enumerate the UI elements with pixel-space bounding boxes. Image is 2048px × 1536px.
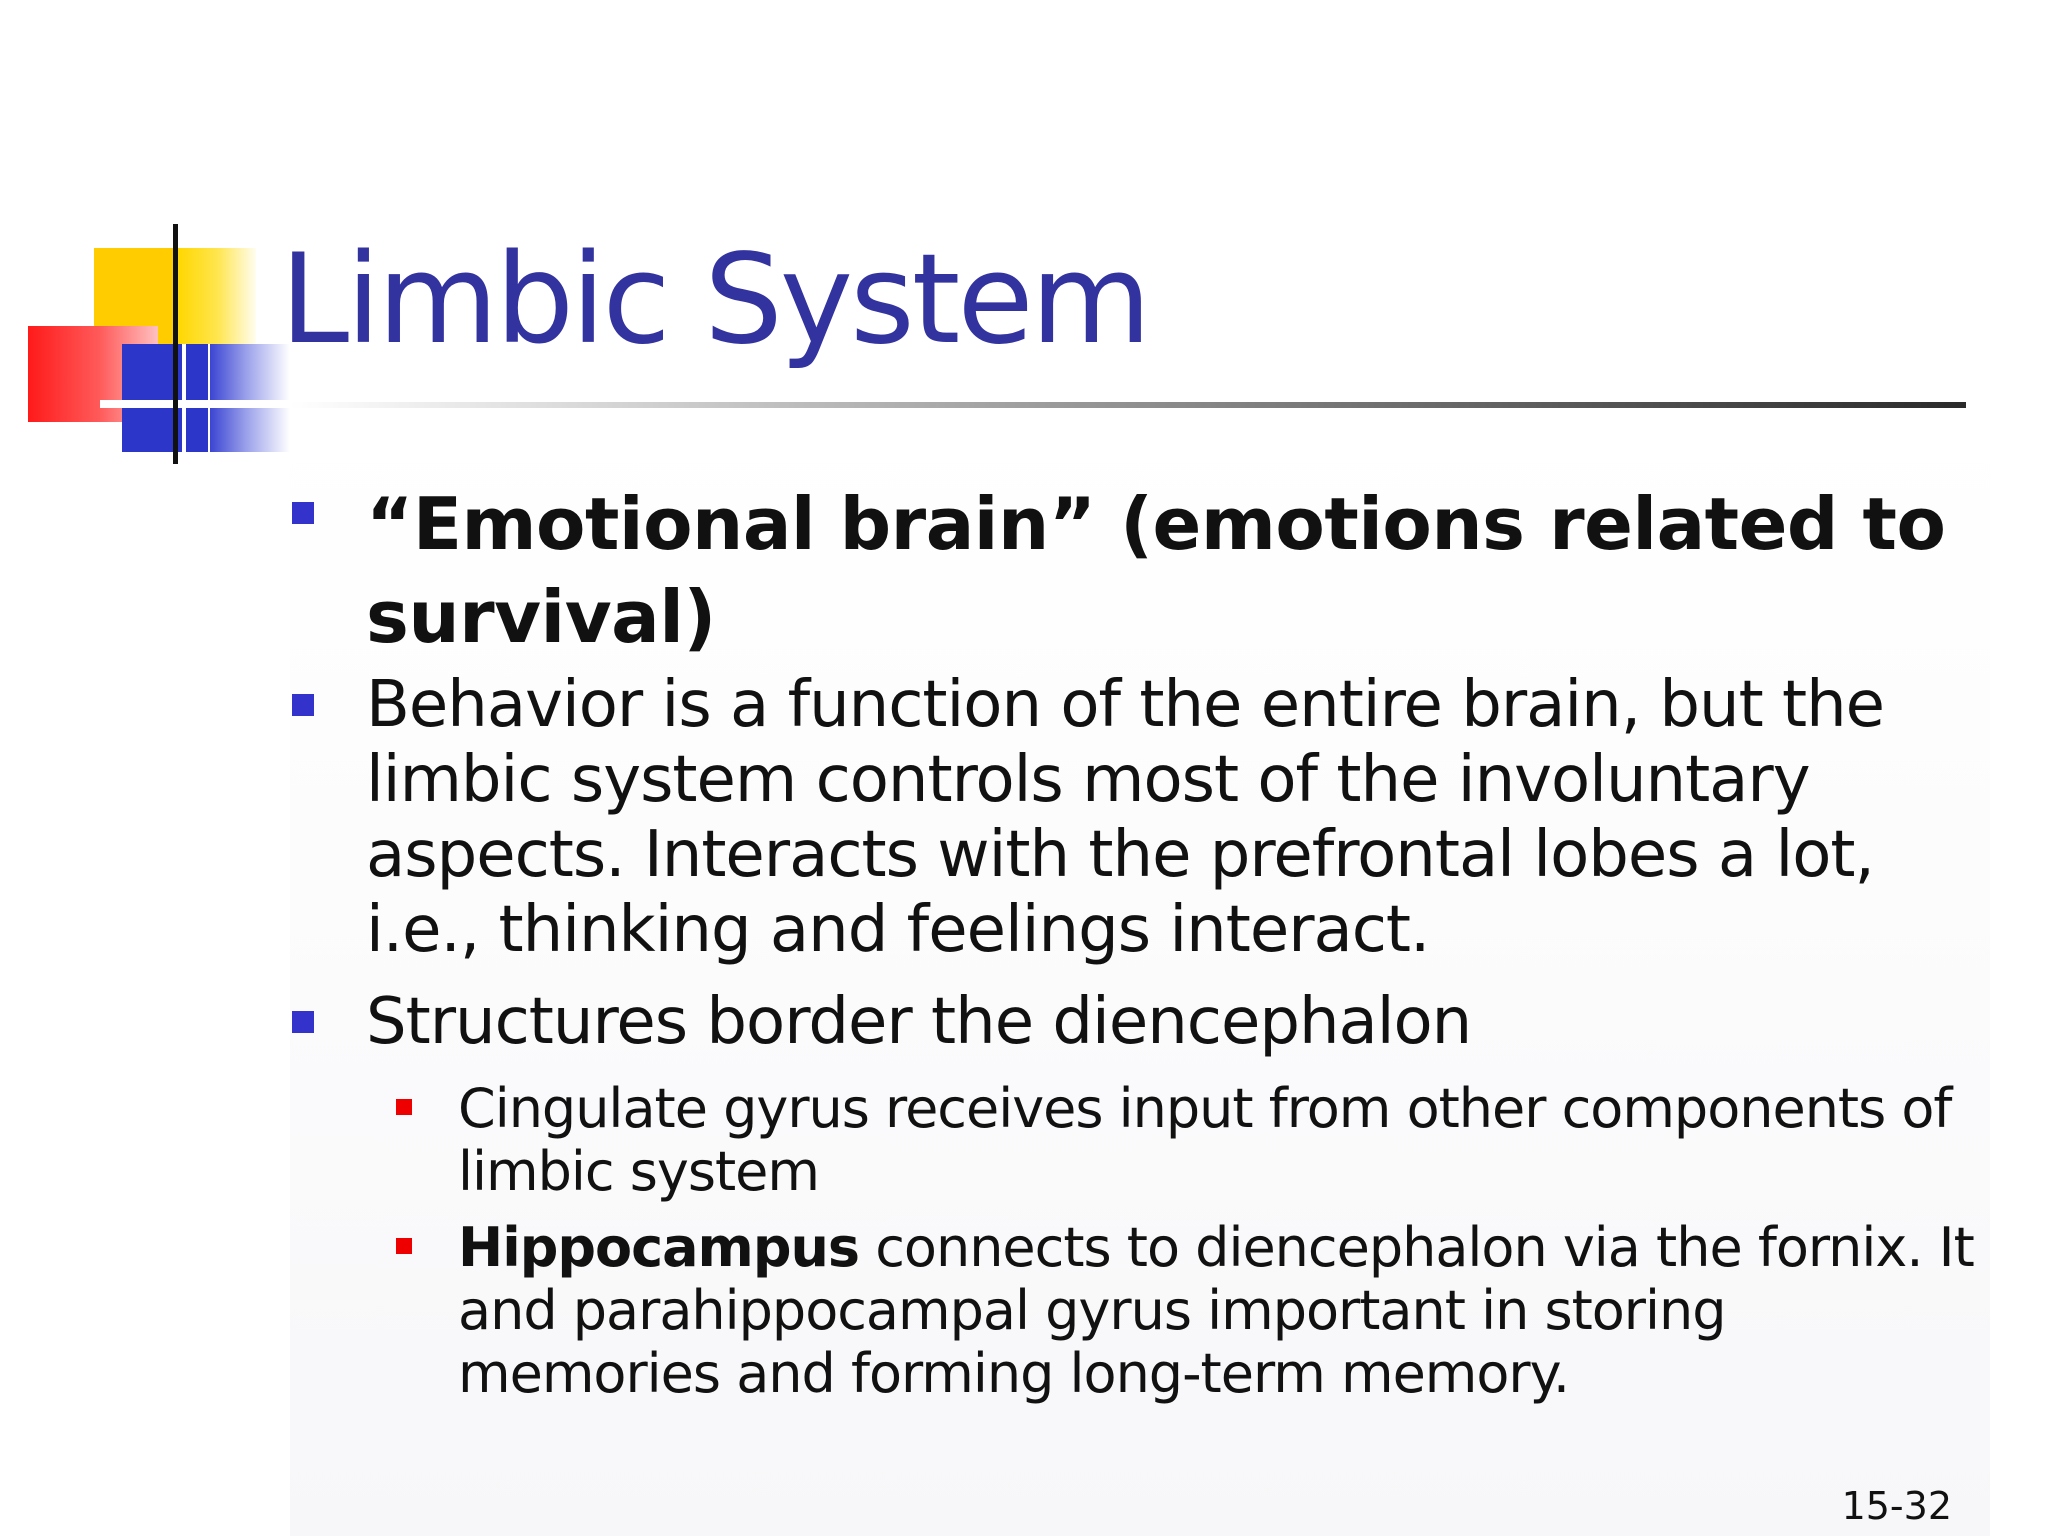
bullet-item: “Emotional brain” (emotions related to s… xyxy=(292,478,2006,664)
white-divider-vertical xyxy=(182,344,186,452)
sub-bullet-text: connects to diencephalon via the fornix.… xyxy=(458,1216,1975,1405)
content-panel xyxy=(290,420,1990,1536)
black-vertical-line xyxy=(173,224,178,464)
bullet-item: Behavior is a function of the entire bra… xyxy=(292,668,2006,968)
slide-number: 15-32 xyxy=(1841,1484,1952,1528)
sub-bullet-item: Hippocampus connects to diencephalon via… xyxy=(396,1216,1998,1405)
blue-block-right xyxy=(210,344,290,452)
square-bullet-icon xyxy=(292,1011,314,1033)
bullet-text: Behavior is a function of the entire bra… xyxy=(366,668,1885,967)
sub-bullet-item: Cingulate gyrus receives input from othe… xyxy=(396,1077,1998,1203)
square-bullet-icon xyxy=(292,694,314,716)
title-underline xyxy=(290,402,1966,408)
sub-bullet-text: Cingulate gyrus receives input from othe… xyxy=(458,1077,1952,1203)
slide-title: Limbic System xyxy=(280,228,1151,372)
blue-block-left xyxy=(122,344,208,452)
square-subbullet-icon xyxy=(396,1238,412,1254)
white-divider-horizontal xyxy=(100,400,290,408)
bullet-text: “Emotional brain” (emotions related to s… xyxy=(366,482,1946,659)
square-bullet-icon xyxy=(292,502,314,524)
bullet-text: Structures border the diencephalon xyxy=(366,985,1472,1059)
square-subbullet-icon xyxy=(396,1099,412,1115)
bullet-item: Structures border the diencephalon xyxy=(292,985,2006,1060)
sub-bullet-bold-term: Hippocampus xyxy=(458,1216,860,1279)
yellow-block-right xyxy=(178,248,256,344)
